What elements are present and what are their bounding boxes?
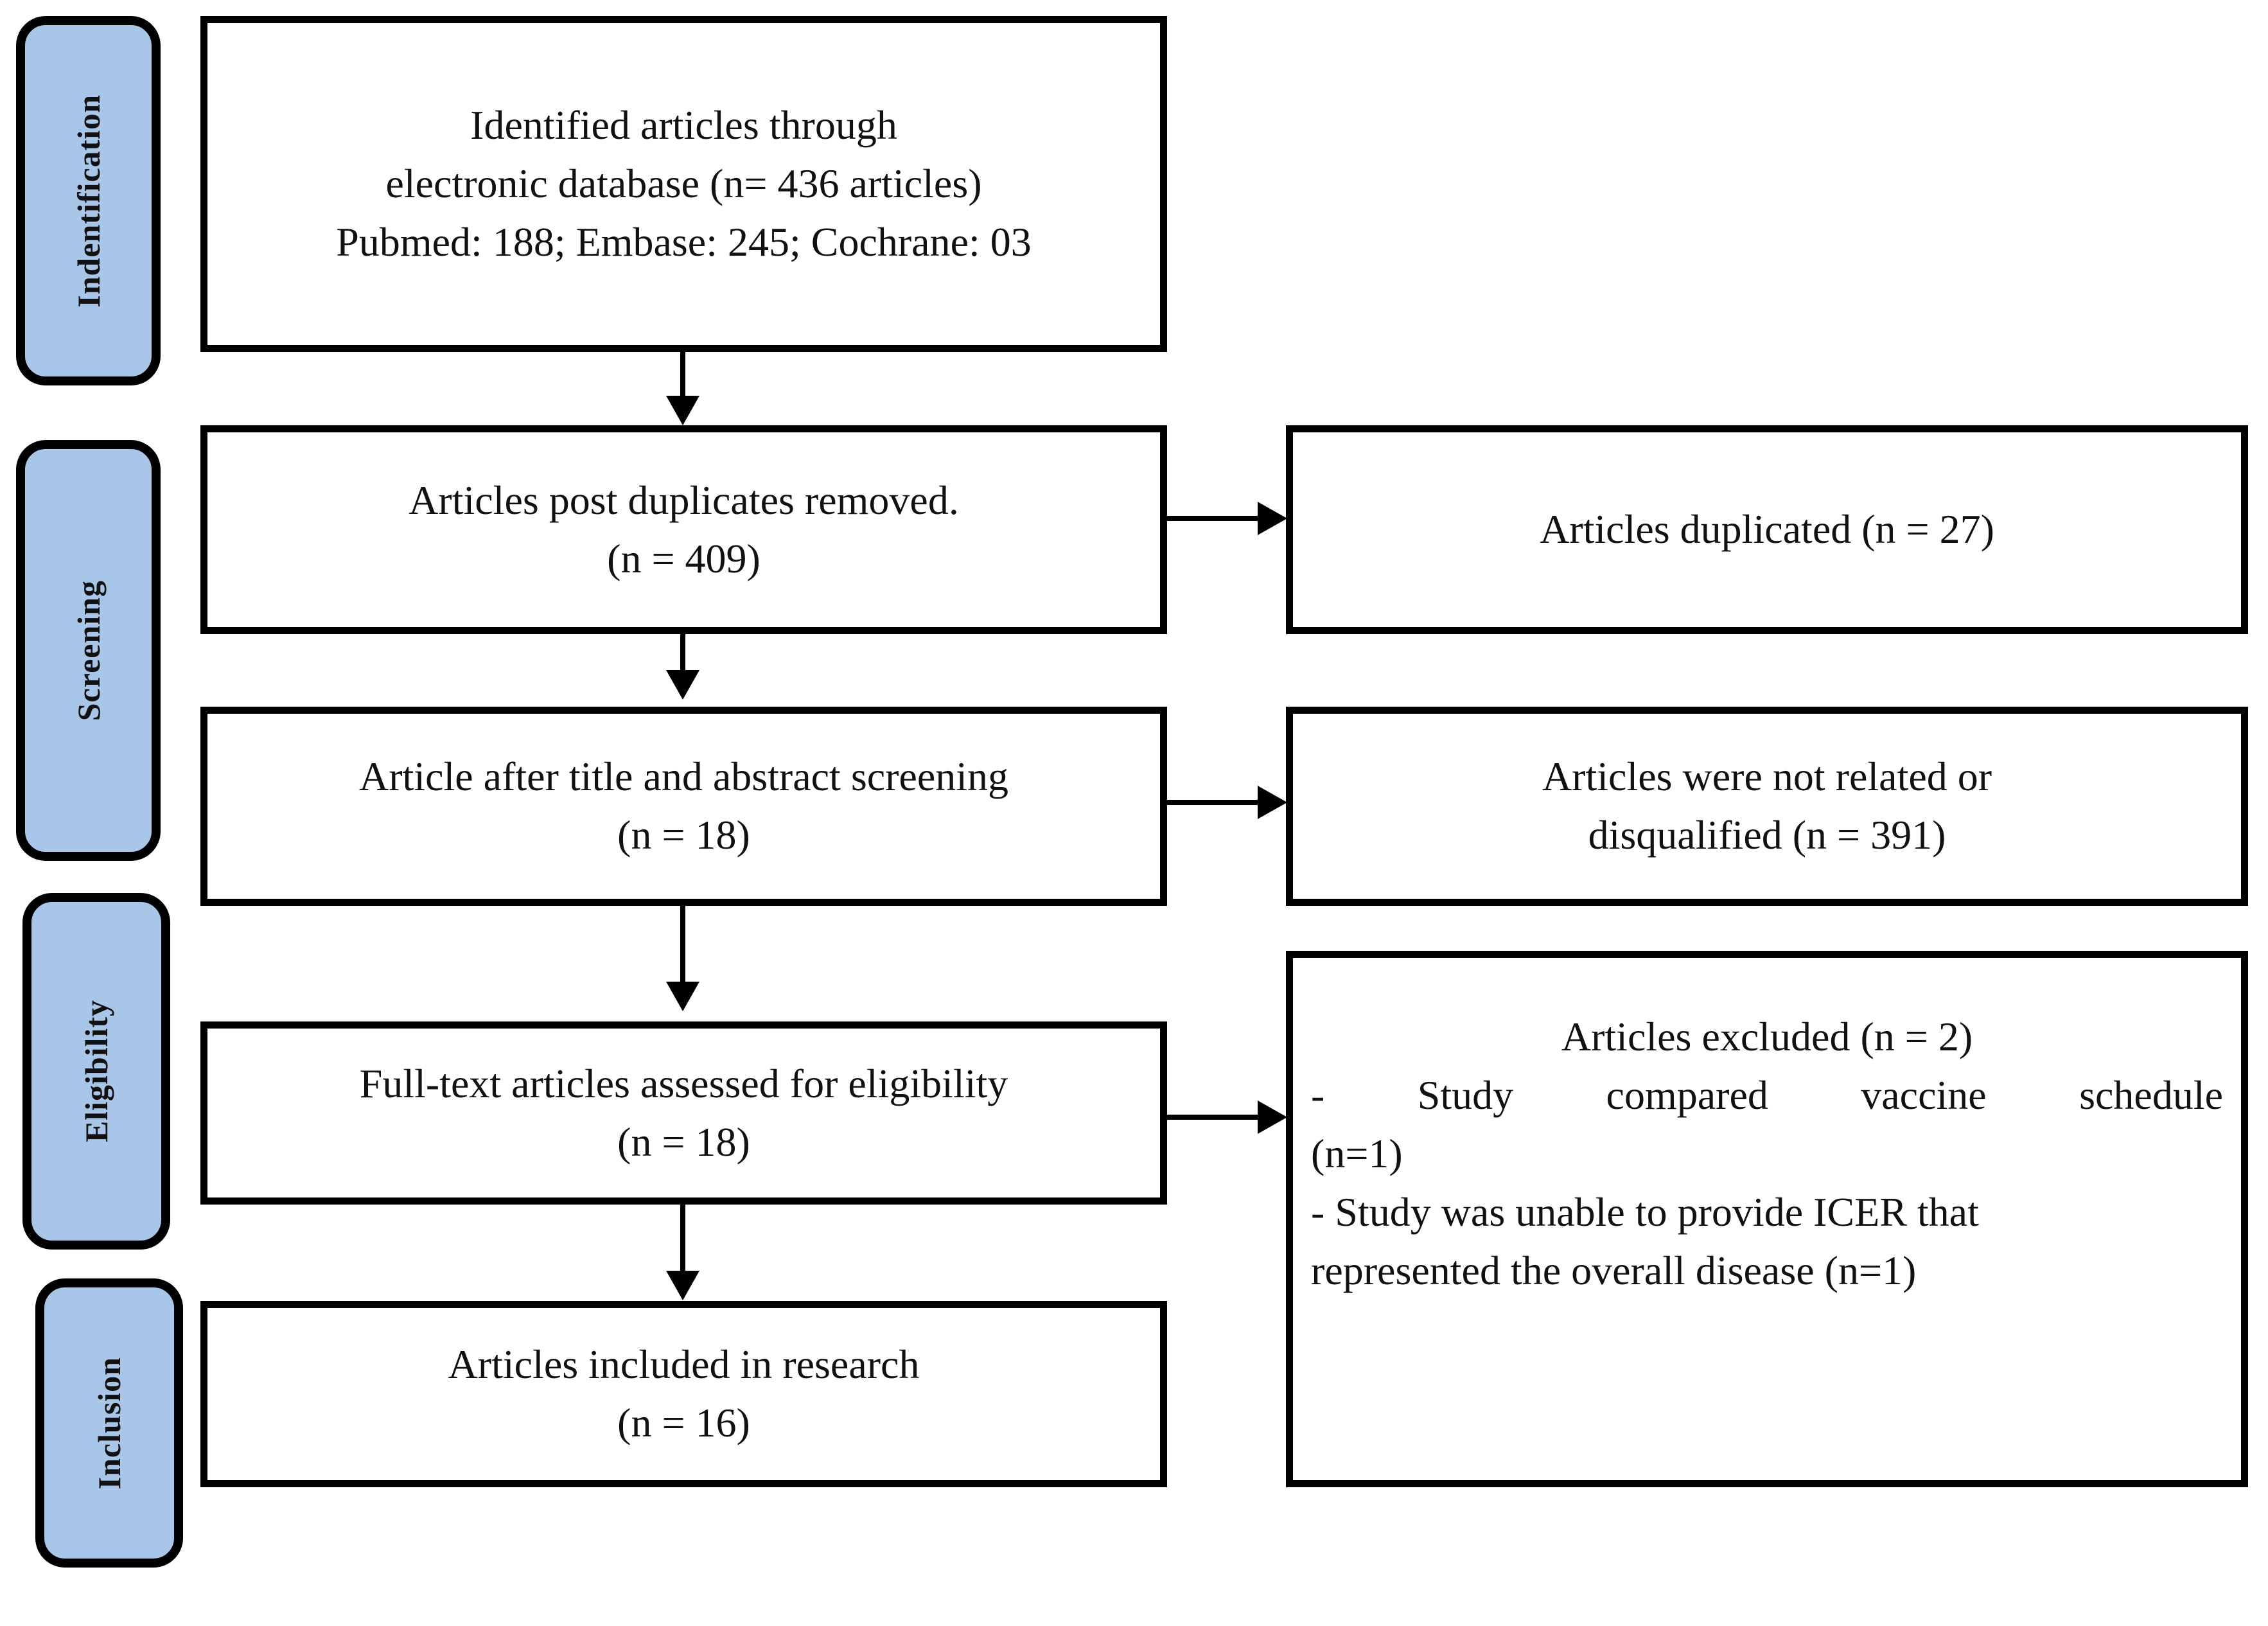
not-related-line-1: Articles were not related or xyxy=(1542,754,1992,800)
post-duplicates-line-2: (n = 409) xyxy=(607,535,760,581)
full-text-line-1: Full-text articles assessed for eligibil… xyxy=(359,1060,1008,1106)
connector-screening-to-fulltext xyxy=(680,903,685,986)
arrowhead-fulltext-to-excluded xyxy=(1258,1100,1287,1134)
included-line-1: Articles included in research xyxy=(448,1341,920,1388)
connector-duplicates-to-duplicated xyxy=(1164,516,1263,521)
stage-box-eligibility: Eligibility xyxy=(22,893,170,1250)
post-duplicates-line-1: Articles post duplicates removed. xyxy=(409,477,959,523)
full-text-line-2: (n = 18) xyxy=(617,1118,750,1165)
flow-box-full-text-assessed: Full-text articles assessed for eligibil… xyxy=(200,1021,1167,1205)
connector-fulltext-to-included xyxy=(680,1201,685,1275)
connector-duplicates-to-screening xyxy=(680,633,685,675)
flow-box-identified-articles: Identified articles through electronic d… xyxy=(200,16,1167,352)
arrowhead-fulltext-to-included xyxy=(666,1271,699,1300)
identified-line-3: Pubmed: 188; Embase: 245; Cochrane: 03 xyxy=(336,218,1032,265)
duplicated-line-1: Articles duplicated (n = 27) xyxy=(1540,506,1994,552)
excluded-line-3: (n=1) xyxy=(1311,1130,1403,1176)
excluded-line-2: - Study compared vaccine schedule xyxy=(1311,1072,2223,1118)
not-related-line-2: disqualified (n = 391) xyxy=(1588,812,1946,858)
arrowhead-screening-to-notrelated xyxy=(1258,786,1287,819)
after-screening-line-1: Article after title and abstract screeni… xyxy=(358,754,1009,800)
flow-box-not-related-or-disqualified: Articles were not related or disqualifie… xyxy=(1286,707,2248,906)
arrowhead-screening-to-fulltext xyxy=(666,982,699,1011)
identified-line-1: Identified articles through xyxy=(470,102,897,148)
connector-fulltext-to-excluded xyxy=(1164,1115,1263,1120)
included-line-2: (n = 16) xyxy=(617,1400,750,1445)
flow-box-after-title-abstract-screening: Article after title and abstract screeni… xyxy=(200,707,1167,906)
excluded-line-4: - Study was unable to provide ICER that xyxy=(1311,1189,1979,1235)
stage-label-inclusion: Inclusion xyxy=(91,1356,127,1490)
excluded-line-1: Articles excluded (n = 2) xyxy=(1561,1014,1973,1059)
connector-screening-to-notrelated xyxy=(1164,800,1263,805)
stage-label-eligibility: Eligibility xyxy=(78,1000,114,1143)
stage-box-inclusion: Inclusion xyxy=(35,1278,183,1568)
stage-label-screening: Screening xyxy=(70,579,107,721)
stage-box-screening: Screening xyxy=(16,440,161,861)
after-screening-line-2: (n = 18) xyxy=(617,812,750,858)
flow-box-articles-excluded: Articles excluded (n = 2) - Study compar… xyxy=(1286,951,2248,1487)
arrowhead-duplicates-to-duplicated xyxy=(1258,502,1287,535)
connector-identified-to-duplicates xyxy=(680,352,685,400)
arrowhead-identified-to-duplicates xyxy=(666,396,699,425)
arrowhead-duplicates-to-screening xyxy=(666,670,699,700)
flow-box-articles-included: Articles included in research (n = 16) xyxy=(200,1301,1167,1487)
stage-label-identification: Indentification xyxy=(70,94,107,308)
flow-box-post-duplicates-removed: Articles post duplicates removed. (n = 4… xyxy=(200,425,1167,634)
stage-box-identification: Indentification xyxy=(16,16,161,385)
flow-box-articles-duplicated: Articles duplicated (n = 27) xyxy=(1286,425,2248,634)
identified-line-2: electronic database (n= 436 articles) xyxy=(385,161,982,207)
excluded-line-5: represented the overall disease (n=1) xyxy=(1311,1247,1917,1293)
